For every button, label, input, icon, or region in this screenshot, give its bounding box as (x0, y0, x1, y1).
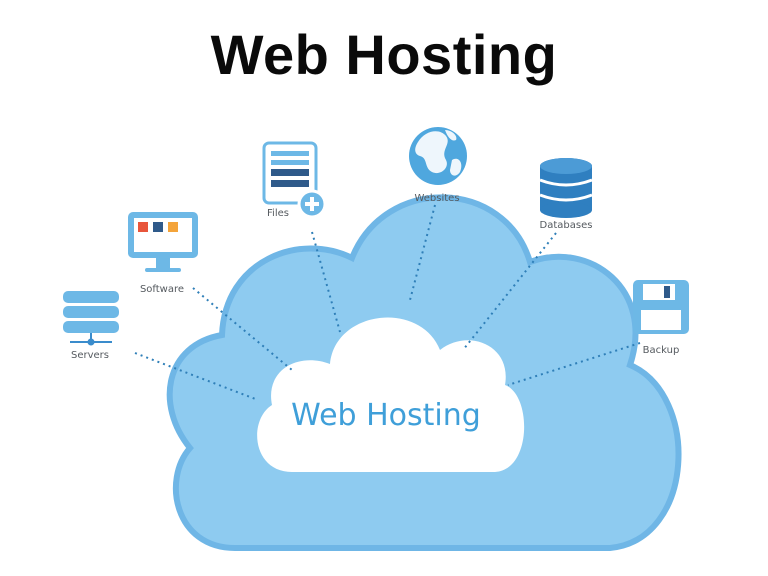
backup-label: Backup (643, 345, 680, 356)
databases-icon (539, 158, 593, 218)
files-icon (262, 141, 327, 219)
connector-backup (507, 342, 641, 386)
software-icon (128, 212, 198, 272)
websites-label: Websites (414, 193, 459, 204)
connector-servers (134, 352, 259, 401)
databases-label: Databases (540, 220, 593, 231)
servers-label: Servers (71, 350, 109, 361)
connector-websites (409, 204, 436, 301)
connector-databases (462, 232, 557, 351)
servers-icon (63, 291, 119, 346)
floppy-disk-icon (633, 280, 689, 334)
software-label: Software (140, 284, 184, 295)
files-label: Files (267, 208, 289, 219)
center-label: Web Hosting (291, 398, 481, 433)
connectors (134, 204, 641, 401)
globe-icon (409, 127, 467, 185)
inner-cloud (257, 317, 525, 472)
page-title: Web Hosting (210, 23, 558, 86)
